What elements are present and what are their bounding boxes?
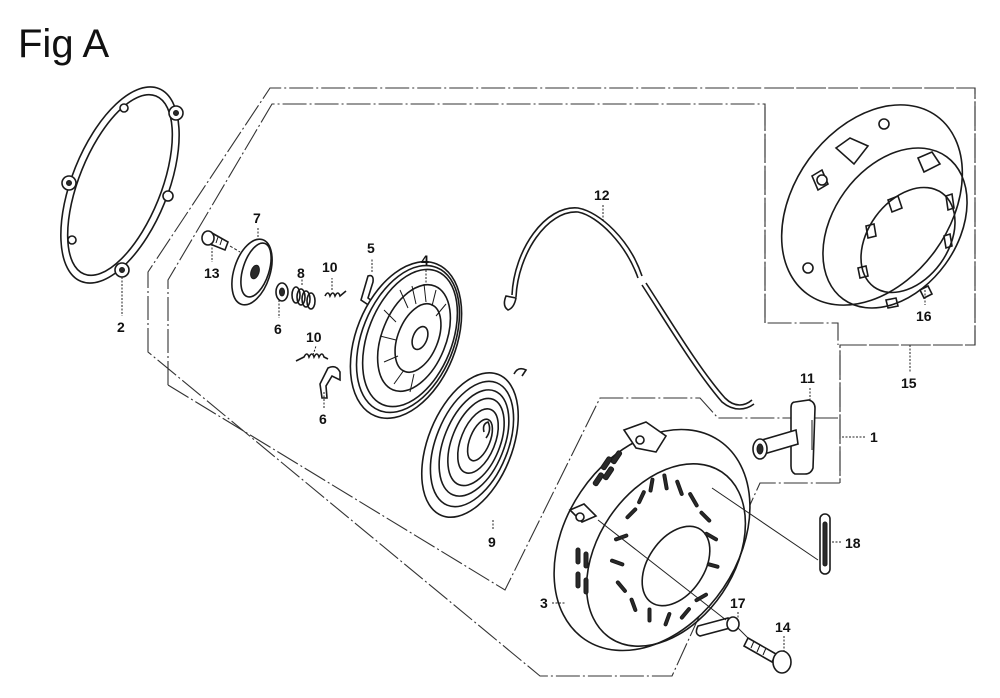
- friction-spring: [291, 286, 316, 310]
- callout-6-washer: 6: [274, 321, 282, 337]
- washer: [275, 282, 289, 302]
- callout-12: 12: [594, 187, 610, 203]
- reel: [349, 260, 463, 420]
- callout-5: 5: [367, 240, 375, 256]
- flange-bolt: [742, 636, 792, 674]
- callout-9: 9: [488, 534, 496, 550]
- callout-10-upper: 10: [322, 259, 338, 275]
- callout-6-ratchet: 6: [319, 411, 327, 427]
- callout-18: 18: [845, 535, 861, 551]
- callout-11: 11: [800, 370, 815, 386]
- callout-10-lower: 10: [306, 329, 322, 345]
- callout-4: 4: [421, 252, 429, 268]
- callout-14: 14: [775, 619, 791, 635]
- leader-lines: [121, 205, 926, 652]
- starter-rope: [503, 207, 755, 410]
- assembly-boundary-inner: [167, 103, 839, 591]
- callout-15: 15: [901, 375, 917, 391]
- callout-3: 3: [540, 595, 548, 611]
- callout-16: 16: [916, 308, 932, 324]
- assembly-boundary-15: [764, 87, 976, 483]
- setting-bolt: [201, 230, 241, 253]
- assembly-boundary-outer: [147, 87, 976, 677]
- callout-2: 2: [117, 319, 125, 335]
- callout-7: 7: [253, 210, 261, 226]
- callout-17: 17: [730, 595, 746, 611]
- gasket-ring: [60, 86, 184, 284]
- ratchet-lower: [319, 365, 341, 399]
- recoil-spring: [420, 367, 528, 519]
- figure-title: Fig A: [18, 22, 109, 66]
- return-spring-upper: [324, 290, 347, 299]
- assembly-axis-lines: [597, 487, 819, 639]
- callout-13: 13: [204, 265, 220, 281]
- rope-guide: [819, 513, 831, 575]
- callout-8: 8: [297, 265, 305, 281]
- starter-case: [553, 421, 751, 652]
- ratchet-guide: [231, 238, 273, 306]
- starter-pulley: [780, 104, 968, 309]
- callout-labels: 2 13 7 6 8 10 10 5 6 4 9 12 11 1 16 15 3…: [117, 187, 932, 635]
- collar: [695, 616, 740, 637]
- return-spring-lower: [295, 353, 329, 362]
- callout-1: 1: [870, 429, 878, 445]
- starter-grip: [752, 399, 816, 475]
